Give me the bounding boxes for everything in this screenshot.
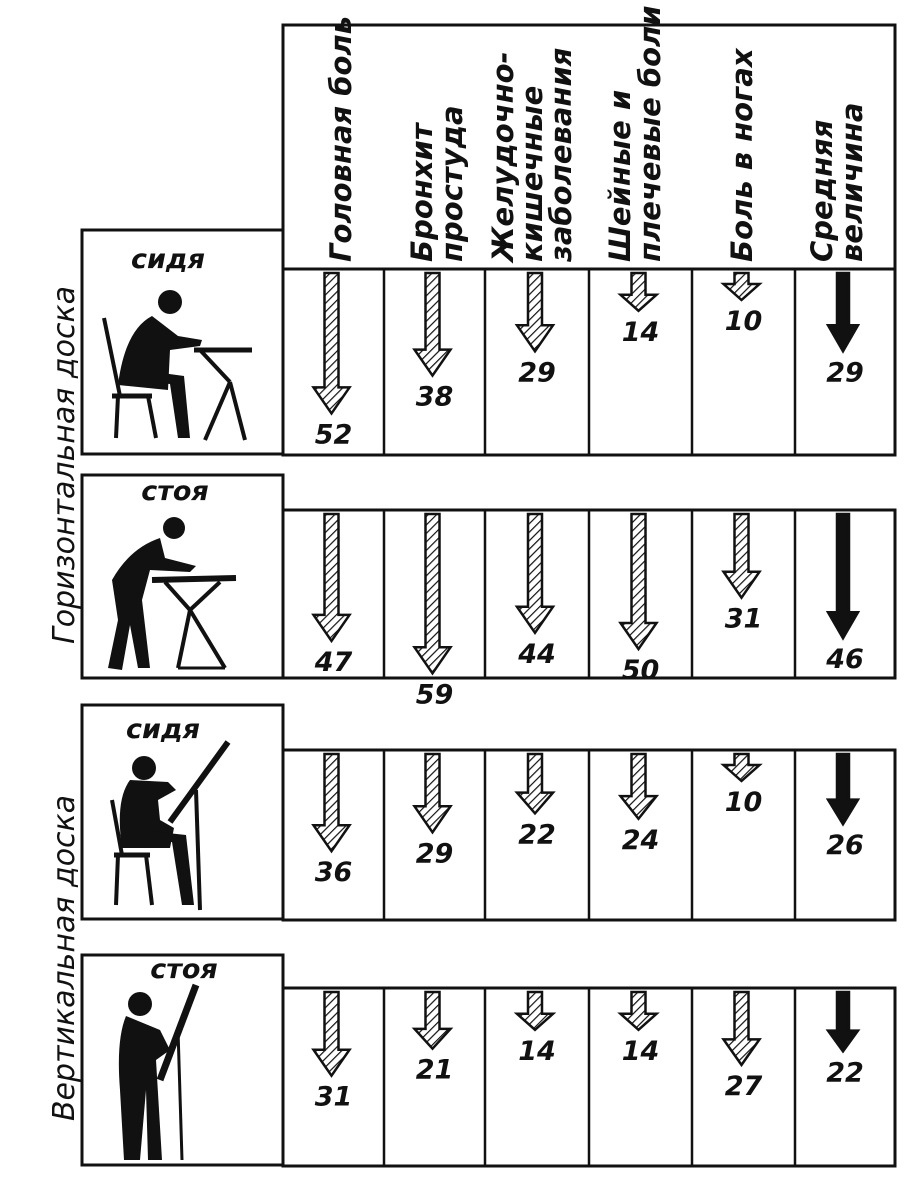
value-label-3-1: 21	[416, 1055, 454, 1086]
value-arrow-1-1	[412, 512, 453, 676]
value-label-0-3: 14	[622, 317, 660, 348]
header-cat-3: Шейные иплечевые боли	[603, 5, 667, 262]
value-arrow-1-4	[721, 512, 762, 600]
value-label-2-4: 10	[725, 787, 763, 818]
value-label-3-4: 27	[725, 1071, 763, 1102]
average-arrow-1-5	[825, 512, 861, 641]
value-label-3-3: 14	[622, 1036, 660, 1067]
value-label-1-4: 31	[725, 604, 763, 635]
header-frame	[281, 23, 897, 271]
pose-box-1: стоя	[80, 473, 285, 680]
value-arrow-2-2	[514, 752, 556, 816]
value-label-1-1: 59	[416, 679, 454, 710]
data-arrows	[311, 271, 861, 1078]
header-cat-4: Боль в ногах	[725, 47, 759, 262]
value-label-3-0: 31	[315, 1082, 353, 1113]
group-label-vertical: Вертикальная доска	[47, 795, 82, 1121]
value-label-0-1: 38	[416, 382, 454, 413]
value-label-0-4: 10	[725, 306, 763, 337]
value-arrow-3-4	[721, 990, 762, 1068]
group-label-horizontal: Горизонтальная доска	[47, 286, 82, 644]
value-arrow-1-3	[618, 512, 659, 652]
header-cat-1: Бронхитпростуда	[405, 105, 469, 262]
standing-person-easel-icon	[118, 983, 200, 1161]
header-cat-0: Головная боль	[324, 16, 358, 262]
header-cat-5: Средняявеличина	[805, 103, 869, 262]
value-arrow-3-1	[411, 990, 454, 1051]
value-label-2-2: 22	[518, 819, 556, 850]
group-labels: Горизонтальная доска Вертикальная доска	[47, 286, 82, 1121]
value-label-2-1: 29	[416, 838, 454, 869]
standing-person-icon	[108, 517, 237, 670]
average-arrow-2-5	[825, 752, 861, 827]
pose-label-1: стоя	[141, 476, 209, 507]
value-label-1-2: 44	[517, 639, 556, 670]
value-arrow-3-2	[513, 990, 557, 1032]
value-label-1-0: 47	[314, 647, 353, 678]
pose-box-2: сидя	[80, 703, 285, 921]
header-cat-2: Желудочно-кишечныезаболевания	[486, 48, 578, 264]
value-arrow-0-2	[514, 271, 556, 354]
value-arrow-0-0	[311, 271, 352, 416]
data-grid	[281, 267, 897, 1168]
value-label-3-2: 14	[518, 1036, 556, 1067]
sitting-person-easel-icon	[110, 740, 231, 911]
value-arrow-2-0	[311, 752, 352, 854]
value-label-0-0: 52	[315, 419, 353, 450]
value-label-2-5: 26	[826, 830, 864, 861]
data-labels: 52 38 29 14 10 29 47 59 44 50 31 46 36 29 22 24 10 26 31 21…	[314, 306, 864, 1113]
value-arrow-1-2	[514, 512, 556, 635]
value-arrow-3-0	[311, 990, 352, 1078]
value-arrow-2-1	[412, 752, 453, 835]
average-arrow-0-5	[825, 271, 861, 354]
value-label-0-5: 29	[826, 357, 864, 388]
value-arrow-2-3	[617, 752, 660, 821]
value-arrow-1-0	[311, 512, 352, 644]
pose-box-3: стоя	[80, 953, 285, 1167]
pose-label-2: сидя	[126, 714, 200, 745]
value-label-0-2: 29	[518, 357, 556, 388]
value-label-2-3: 24	[622, 825, 660, 856]
value-label-2-0: 36	[315, 857, 353, 888]
value-label-3-5: 22	[826, 1057, 864, 1088]
value-arrow-0-1	[412, 271, 453, 378]
sitting-person-icon	[102, 290, 252, 441]
pose-box-0: сидя	[80, 228, 285, 456]
value-label-1-5: 46	[825, 644, 864, 675]
category-headers: Головная боль Бронхитпростуда Желудочно-…	[324, 5, 869, 264]
pose-label-3: стоя	[150, 954, 218, 985]
value-arrow-2-4	[720, 752, 763, 783]
value-label-1-3: 50	[622, 655, 660, 686]
average-arrow-3-5	[825, 990, 861, 1054]
value-arrow-3-3	[617, 990, 660, 1032]
value-arrow-0-3	[617, 271, 660, 313]
pose-label-0: сидя	[131, 244, 205, 275]
value-arrow-0-4	[720, 271, 763, 302]
